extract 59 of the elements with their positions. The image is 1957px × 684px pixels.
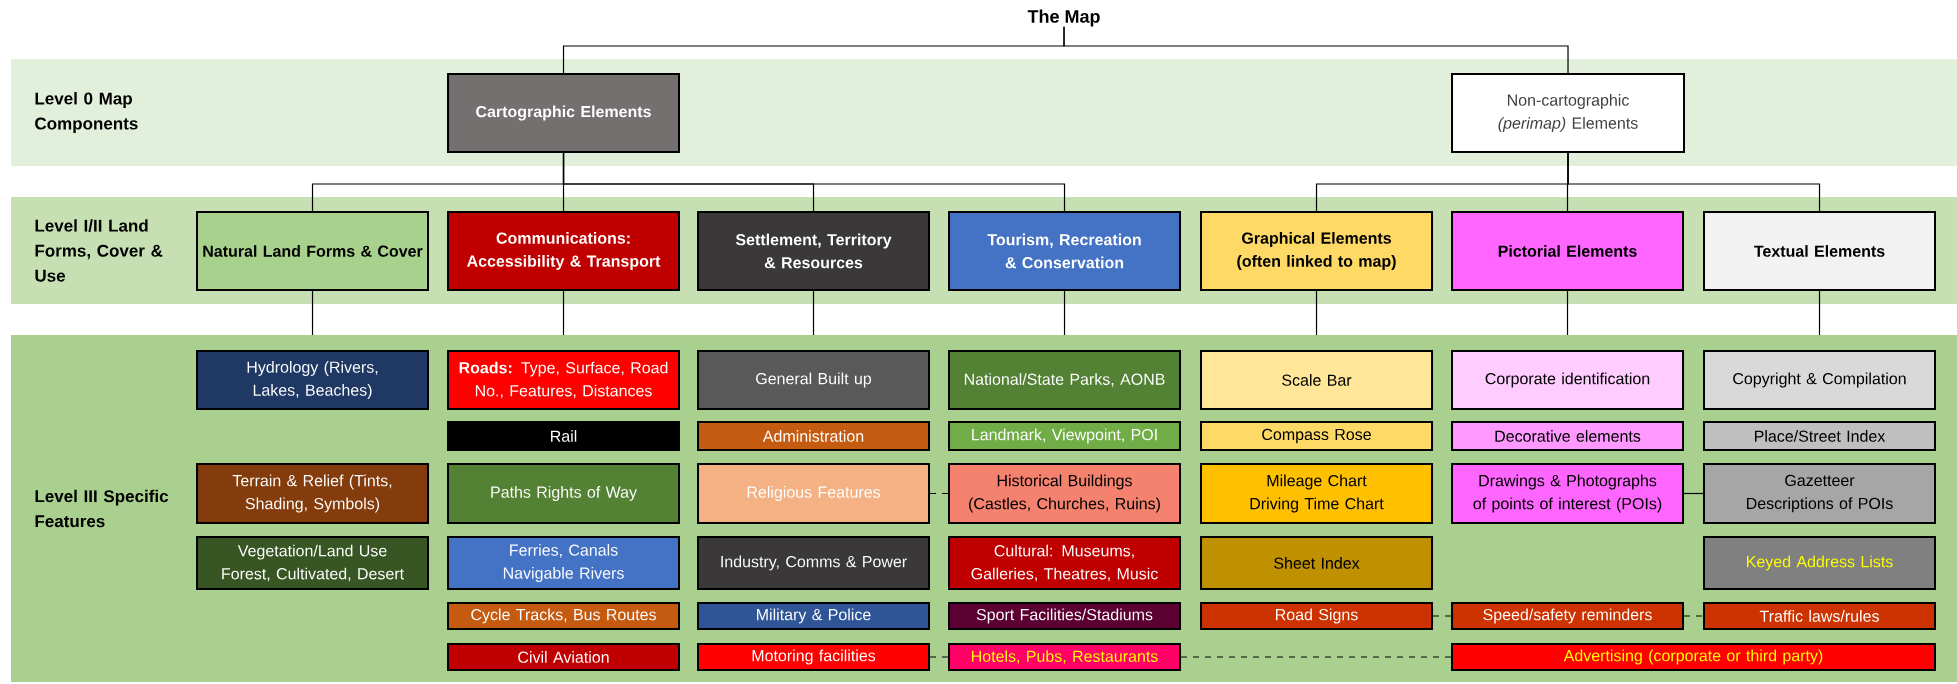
category-box: Corporate identification <box>1451 350 1684 410</box>
connector-line <box>812 290 815 336</box>
category-box: Textual Elements <box>1703 211 1936 291</box>
category-box: Hotels, Pubs, Restaurants <box>948 643 1181 671</box>
connector-line <box>1063 290 1066 336</box>
connector-line <box>1180 656 1452 658</box>
connector-line <box>562 290 565 336</box>
category-box: Road Signs <box>1200 602 1433 630</box>
category-box: National/State Parks, AONB <box>948 350 1181 410</box>
category-box: Sheet Index <box>1200 536 1433 590</box>
category-box: Industry, Comms & Power <box>697 536 930 590</box>
category-box: Natural Land Forms & Cover <box>196 211 429 291</box>
category-box: Decorative elements <box>1451 421 1684 451</box>
category-box: General Built up <box>697 350 930 410</box>
connector-line <box>562 152 1066 212</box>
connector-line <box>1567 152 1821 212</box>
category-box: Traffic laws/rules <box>1703 602 1936 630</box>
connector-line <box>1818 290 1821 336</box>
category-box: Roads: Type, Surface, Road No., Features, Distances <box>447 350 680 410</box>
category-box: Communications: Accessibility & Transport <box>447 211 680 291</box>
category-box: Keyed Address Lists <box>1703 536 1936 590</box>
category-box: Landmark, Viewpoint, POI <box>948 421 1181 451</box>
connector-line <box>1683 492 1704 495</box>
category-box: Sport Facilities/Stadiums <box>948 602 1181 630</box>
category-box: Graphical Elements (often linked to map) <box>1200 211 1433 291</box>
category-box: Hydrology (Rivers, Lakes, Beaches) <box>196 350 429 410</box>
category-box: Cycle Tracks, Bus Routes <box>447 602 680 630</box>
category-box: Religious Features <box>697 463 930 524</box>
category-box: Advertising (corporate or third party) <box>1451 643 1936 671</box>
category-box: Place/Street Index <box>1703 421 1936 451</box>
category-box: Administration <box>697 421 930 451</box>
category-box: Settlement, Territory & Resources <box>697 211 930 291</box>
category-box: Motoring facilities <box>697 643 930 671</box>
category-box: Pictorial Elements <box>1451 211 1684 291</box>
category-box: Mileage Chart Driving Time Chart <box>1200 463 1433 524</box>
category-box: Speed/safety reminders <box>1451 602 1684 630</box>
connector-line <box>1063 26 1569 74</box>
heading-text: The Map <box>1027 9 1100 27</box>
connector-line <box>311 290 314 336</box>
connector-line <box>1315 290 1318 336</box>
category-box: Scale Bar <box>1200 350 1433 410</box>
category-box: Ferries, Canals Navigable Rivers <box>447 536 680 590</box>
category-box: Compass Rose <box>1200 421 1433 451</box>
category-box: Non-cartographic (perimap) Elements <box>1451 73 1685 153</box>
category-box: Tourism, Recreation & Conservation <box>948 211 1181 291</box>
category-box: Military & Police <box>697 602 930 630</box>
category-box: Civil Aviation <box>447 643 680 671</box>
category-box: Terrain & Relief (Tints, Shading, Symbols) <box>196 463 429 524</box>
category-box: Vegetation/Land Use Forest, Cultivated, Desert <box>196 536 429 590</box>
category-box: Paths Rights of Way <box>447 463 680 524</box>
category-box: Cartographic Elements <box>447 73 680 153</box>
category-box: Historical Buildings (Castles, Churches, Ruins) <box>948 463 1181 524</box>
category-box: Copyright & Compilation <box>1703 350 1936 410</box>
category-box: Gazetteer Descriptions of POIs <box>1703 463 1936 524</box>
category-box: Cultural: Museums, Galleries, Theatres, Music <box>948 536 1181 590</box>
category-box: Drawings & Photographs of points of interest (POIs) <box>1451 463 1684 524</box>
category-box: Rail <box>447 421 680 451</box>
connector-line <box>1566 290 1569 336</box>
connector-line <box>1683 615 1704 617</box>
